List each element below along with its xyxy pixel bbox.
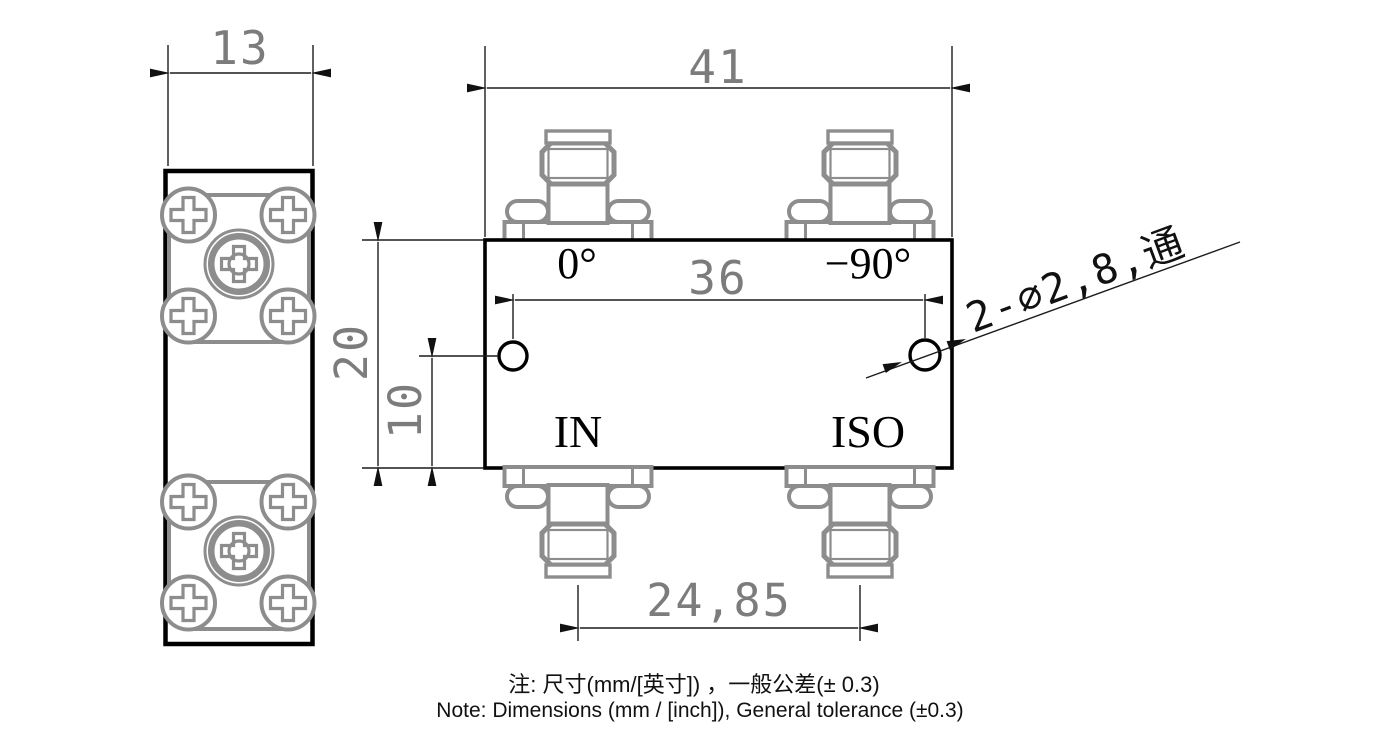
port-labels: 0° −90° IN ISO [554, 239, 911, 457]
hole-callout-label: 2-∅2,8,通 [960, 218, 1192, 343]
note-en: Note: Dimensions (mm / [inch]), General … [436, 699, 963, 722]
dimension-20: 20 [325, 222, 484, 486]
port-label-in: IN [554, 406, 603, 457]
dimension-36: 36 [495, 251, 943, 339]
dim-label-10: 10 [379, 381, 432, 439]
dim-label-20: 20 [325, 323, 378, 381]
coupler-body [483, 238, 954, 470]
dim-label-24-85: 24,85 [646, 574, 791, 627]
dim-label-13: 13 [210, 21, 269, 75]
sma-connector-top-left [505, 131, 652, 241]
dim-label-36: 36 [688, 251, 747, 305]
dimension-13: 13 [150, 21, 331, 166]
mounting-hole-left [497, 340, 529, 372]
sma-connector-top-right [787, 131, 934, 241]
notes: 注: 尺寸(mm/[英寸]) ，一般公差(± 0.3) Note: Dimens… [436, 672, 963, 722]
side-view [162, 168, 315, 647]
sma-connector-bottom-right [787, 467, 934, 577]
dimension-41: 41 [467, 40, 970, 237]
port-label-iso: ISO [831, 406, 905, 457]
note-zh: 注: 尺寸(mm/[英寸]) ，一般公差(± 0.3) [508, 672, 879, 697]
sma-connector-bottom-left [505, 467, 652, 577]
dim-label-41: 41 [688, 40, 747, 94]
front-view [483, 131, 954, 577]
mounting-hole-right [908, 338, 942, 372]
port-label-phase-left: 0° [557, 239, 597, 288]
port-label-phase-right: −90° [825, 239, 911, 288]
dimension-24-85: 24,85 [560, 574, 878, 641]
dimension-10: 10 [379, 338, 498, 486]
